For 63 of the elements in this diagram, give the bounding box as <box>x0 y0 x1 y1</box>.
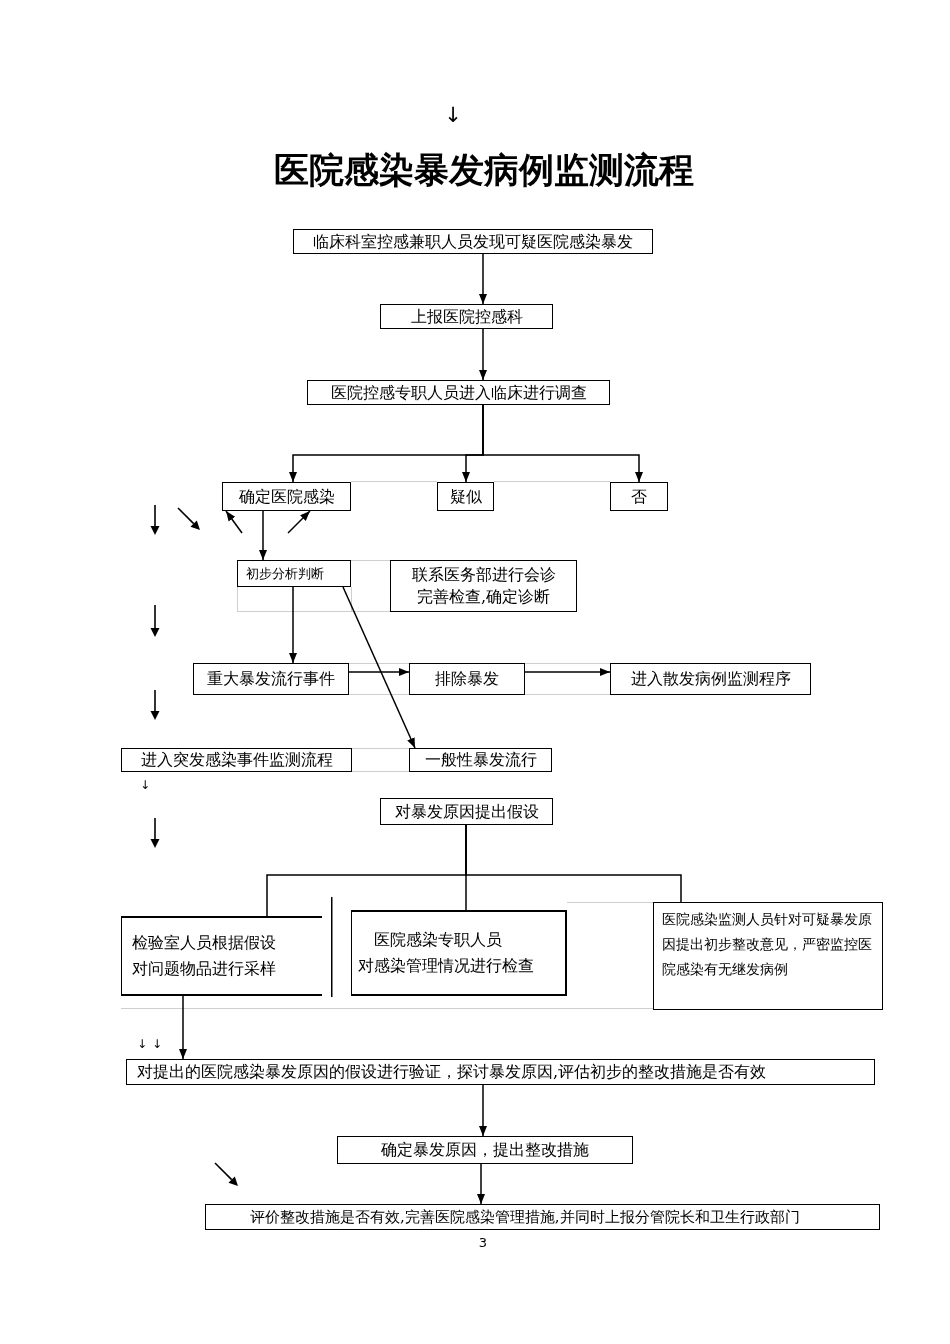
step-text: 完善检查,确定诊断 <box>416 586 551 608</box>
process-box <box>610 663 811 695</box>
arrow-glyph: ↓ <box>136 1038 148 1052</box>
step-text: 确定暴发原因，提出整改措施 <box>381 1139 589 1161</box>
step-text: 对问题物品进行采样 <box>132 958 276 980</box>
process-box <box>351 910 567 996</box>
step-text: 联系医务部进行会诊 <box>411 564 556 586</box>
arrow <box>479 253 487 305</box>
process-box <box>205 1204 880 1230</box>
arrow <box>479 1084 487 1137</box>
process-box <box>121 916 322 996</box>
step-text: 初步分析判断 <box>246 564 324 583</box>
step-text: 一般性暴发流行 <box>424 749 537 771</box>
process-box <box>409 748 552 772</box>
step-text: 确定医院感染 <box>238 485 335 508</box>
arrow <box>479 328 487 381</box>
step-text: 否 <box>631 485 647 508</box>
page-number: 3 <box>478 1236 488 1251</box>
connector-line <box>465 824 682 903</box>
arrow-glyph: ↓ <box>444 104 462 128</box>
step-text: 排除暴发 <box>435 668 499 690</box>
process-box <box>437 482 494 511</box>
process-box <box>193 663 349 695</box>
process-box <box>337 1136 633 1164</box>
arrow-glyph: ↓ <box>139 779 151 793</box>
step-text: 疑似 <box>449 485 482 508</box>
step-text: 对暴发原因提出假设 <box>394 800 539 823</box>
step-text: 医院控感专职人员进入临床进行调查 <box>330 381 587 404</box>
step-text: 进入散发病例监测程序 <box>630 668 791 690</box>
step-text: 对提出的医院感染暴发原因的假设进行验证，探讨暴发原因,评估初步的整改措施是否有效 <box>137 1061 767 1083</box>
process-box <box>121 748 352 772</box>
process-box <box>380 304 553 329</box>
diagram-title: 医院感染暴发病例监测流程 <box>273 149 695 192</box>
process-box <box>126 1059 875 1085</box>
process-box <box>409 663 525 695</box>
arrow <box>287 510 311 534</box>
process-box <box>237 560 351 587</box>
step-text: 对感染管理情况进行检查 <box>358 955 534 977</box>
arrow <box>524 668 611 676</box>
process-box <box>390 560 577 612</box>
arrow <box>289 586 297 664</box>
step-text: 临床科室控感兼职人员发现可疑医院感染暴发 <box>313 230 633 253</box>
process-box <box>610 482 668 511</box>
step-text: 上报医院控感科 <box>410 305 523 328</box>
arrow <box>179 995 187 1060</box>
process-box <box>293 229 653 254</box>
arrow <box>225 510 243 534</box>
arrow <box>259 510 267 561</box>
process-box <box>380 798 553 825</box>
step-text: 评价整改措施是否有效,完善医院感染管理措施,并同时上报分管院长和卫生行政部门 <box>250 1206 800 1228</box>
step-text: 检验室人员根据假设 <box>132 932 276 954</box>
arrow <box>477 1163 485 1205</box>
arrow <box>348 668 410 676</box>
step-text: 进入突发感染事件监测流程 <box>140 749 333 771</box>
step-text: 医院感染专职人员 <box>374 929 502 951</box>
arrow-glyph: ↓ <box>151 1038 163 1052</box>
step-text: 医院感染监测人员针对可疑暴发原因提出初步整改意见，严密监控医院感染有无继发病例 <box>662 910 873 979</box>
process-box <box>222 482 351 511</box>
process-box <box>307 380 610 405</box>
arrow <box>482 404 643 483</box>
arrow <box>342 586 416 749</box>
step-text: 重大暴发流行事件 <box>207 668 335 690</box>
process-box <box>653 902 883 1010</box>
